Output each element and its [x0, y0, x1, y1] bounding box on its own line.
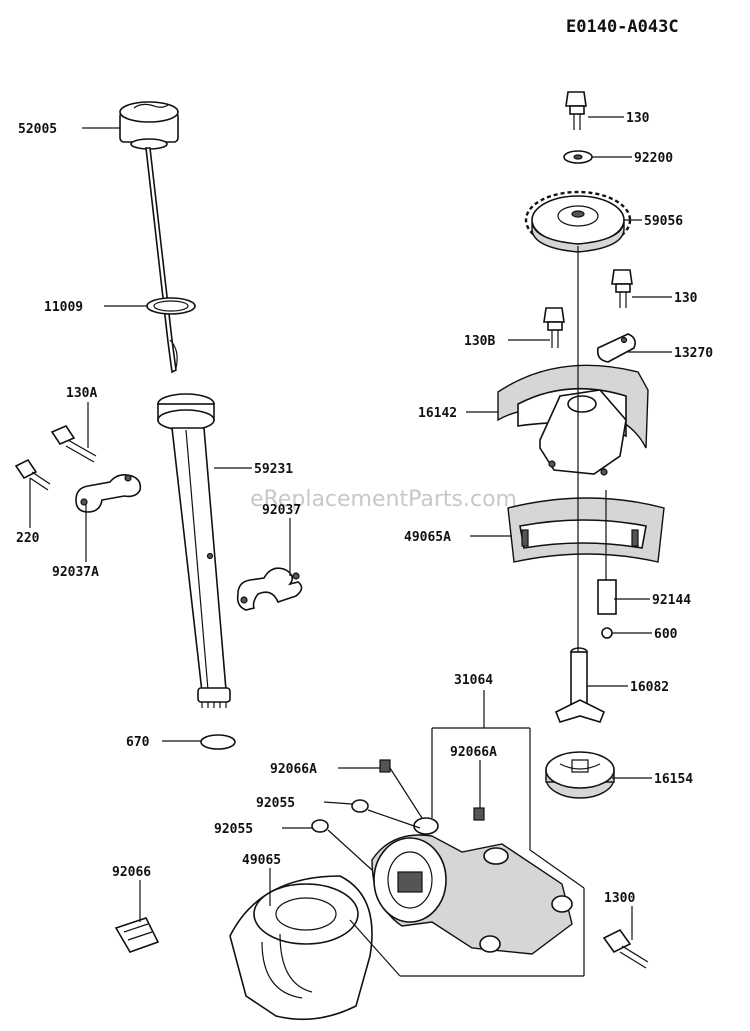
balancer-16142[interactable]	[497, 364, 649, 476]
label-11009: 11009	[44, 300, 83, 315]
label-130B: 130B	[464, 334, 495, 349]
filler-tube-59231[interactable]	[157, 393, 231, 708]
bolt-130-top[interactable]	[565, 91, 587, 130]
label-130-top: 130	[626, 111, 650, 126]
oring-92055-b[interactable]	[311, 819, 329, 833]
label-49065: 49065	[242, 853, 281, 868]
label-92037A: 92037A	[52, 565, 99, 580]
bolt-130A[interactable]	[50, 425, 97, 463]
watermark: eReplacementParts.com	[250, 487, 517, 512]
shaft-16082[interactable]	[554, 647, 606, 723]
label-1300: 1300	[604, 891, 635, 906]
dipstick-bend	[169, 339, 178, 369]
filter-housing-31064[interactable]	[371, 817, 573, 955]
plug-92066A-right[interactable]	[473, 807, 485, 821]
label-92144: 92144	[652, 593, 691, 608]
label-92055-b: 92055	[214, 822, 253, 837]
bracket-92037A[interactable]	[75, 474, 142, 513]
label-670: 670	[126, 735, 150, 750]
label-49065A: 49065A	[404, 530, 451, 545]
label-16154: 16154	[654, 772, 693, 787]
label-220: 220	[16, 531, 40, 546]
oring-92055-a[interactable]	[351, 799, 369, 813]
bolt-130B[interactable]	[543, 307, 565, 348]
dipstick-rod	[145, 147, 177, 374]
weight-49065A[interactable]	[507, 497, 665, 563]
label-52005: 52005	[18, 122, 57, 137]
clamp-92037[interactable]	[236, 567, 303, 611]
ball-600[interactable]	[601, 627, 613, 639]
plug-92066A-left[interactable]	[379, 759, 391, 773]
rotor-16154[interactable]	[545, 751, 615, 799]
plug-92066[interactable]	[114, 917, 160, 953]
label-92037: 92037	[262, 503, 301, 518]
gear-59056[interactable]	[524, 190, 632, 253]
plate-13270[interactable]	[596, 333, 636, 363]
bolt-130-mid[interactable]	[611, 269, 633, 308]
label-92055-a: 92055	[256, 796, 295, 811]
label-600: 600	[654, 627, 678, 642]
label-92066: 92066	[112, 865, 151, 880]
label-92066A-left: 92066A	[270, 762, 317, 777]
label-92200: 92200	[634, 151, 673, 166]
leader-lines	[29, 116, 672, 977]
label-92066A-right: 92066A	[450, 745, 497, 760]
bolt-1300[interactable]	[602, 928, 649, 969]
label-16142: 16142	[418, 406, 457, 421]
bolt-220[interactable]	[14, 458, 51, 491]
spring-92144[interactable]	[597, 579, 617, 615]
label-130-mid: 130	[674, 291, 698, 306]
label-59231: 59231	[254, 462, 293, 477]
label-31064: 31064	[454, 673, 493, 688]
label-16082: 16082	[630, 680, 669, 695]
diagram-code: E0140-A043C	[566, 17, 679, 37]
label-130A: 130A	[66, 386, 97, 401]
oring-670[interactable]	[200, 734, 236, 750]
dipstick-cap-52005[interactable]	[119, 101, 179, 150]
label-13270: 13270	[674, 346, 713, 361]
label-59056: 59056	[644, 214, 683, 229]
oil-filter-49065[interactable]	[229, 875, 373, 1021]
